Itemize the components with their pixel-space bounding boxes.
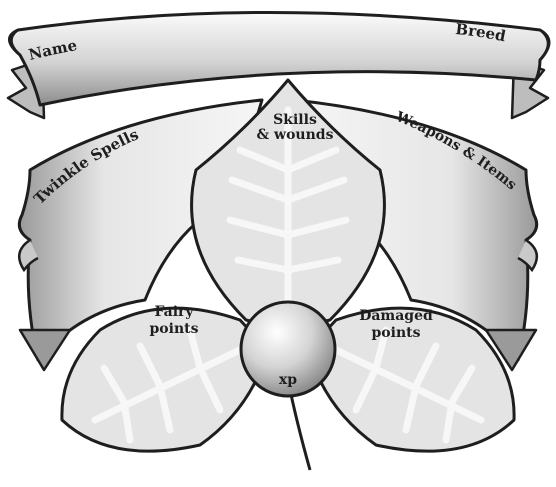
- xp-label: xp: [279, 372, 297, 388]
- fairy-points-label: points: [150, 321, 199, 337]
- fairy-label: Fairy: [154, 304, 194, 320]
- skills-label: Skills: [273, 112, 317, 128]
- damaged-label: Damaged: [359, 308, 433, 324]
- damaged-points-label: points: [372, 325, 421, 341]
- wounds-label: & wounds: [257, 127, 334, 143]
- scroll-left-fold: [20, 330, 70, 370]
